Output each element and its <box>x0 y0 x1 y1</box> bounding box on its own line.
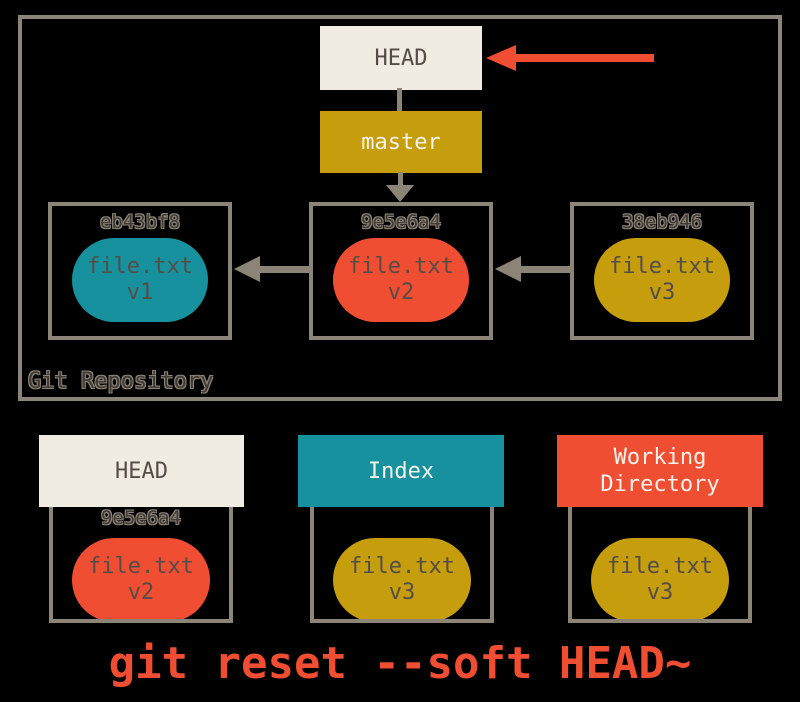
file-snapshot-v1: file.txt v1 <box>72 238 208 322</box>
index-area-header: Index <box>298 435 504 507</box>
working-directory-file-v3: file.txt v3 <box>591 538 729 622</box>
head-to-master-connector <box>397 88 402 112</box>
file-name: file.txt <box>88 554 194 579</box>
file-name: file.txt <box>87 254 193 279</box>
commit-box-eb43bf8: eb43bf8 file.txt v1 <box>48 202 232 340</box>
head-area-title: HEAD <box>115 458 168 484</box>
command-caption: git reset --soft HEAD~ <box>108 638 692 689</box>
commit-box-38eb946: 38eb946 file.txt v3 <box>570 202 754 340</box>
commit-box-9e5e6a4: 9e5e6a4 file.txt v2 <box>309 202 493 340</box>
index-area-file-v3: file.txt v3 <box>333 538 471 622</box>
master-to-commit-arrow-icon <box>386 185 414 202</box>
commit-hash: eb43bf8 <box>99 211 181 233</box>
working-directory-area-header: Working Directory <box>557 435 763 507</box>
file-name: file.txt <box>348 254 454 279</box>
git-repository-box <box>18 15 782 401</box>
file-name: file.txt <box>609 254 715 279</box>
red-arrow-icon <box>486 45 516 71</box>
file-version: v3 <box>646 580 674 605</box>
file-version: v1 <box>126 280 154 305</box>
working-directory-area-title: Working Directory <box>600 445 720 497</box>
file-version: v2 <box>127 580 155 605</box>
head-pointer-label: HEAD <box>374 45 428 71</box>
file-version: v3 <box>388 580 416 605</box>
file-version: v2 <box>387 280 415 305</box>
commit-hash: 9e5e6a4 <box>360 211 442 233</box>
file-name: file.txt <box>607 554 713 579</box>
file-name: file.txt <box>349 554 455 579</box>
parent-arrow-shaft <box>519 266 570 273</box>
head-pointer-box: HEAD <box>320 26 482 90</box>
head-area-header: HEAD <box>39 435 244 507</box>
file-snapshot-v3: file.txt v3 <box>594 238 730 322</box>
file-version: v3 <box>648 280 676 305</box>
red-arrow-shaft <box>514 54 654 62</box>
file-snapshot-v2: file.txt v2 <box>333 238 469 322</box>
parent-arrow-icon <box>234 256 260 282</box>
git-repository-label: Git Repository <box>28 369 214 394</box>
index-area-title: Index <box>367 458 435 484</box>
head-area-file-v2: file.txt v2 <box>72 538 210 622</box>
commit-hash: 38eb946 <box>621 211 703 233</box>
master-branch-label: master <box>361 129 441 155</box>
parent-arrow-shaft <box>258 266 309 273</box>
master-branch-box: master <box>320 111 482 173</box>
master-to-commit-arrow-shaft <box>398 172 403 187</box>
parent-arrow-icon <box>495 256 521 282</box>
head-area-commit-hash: 9e5e6a4 <box>100 507 182 529</box>
